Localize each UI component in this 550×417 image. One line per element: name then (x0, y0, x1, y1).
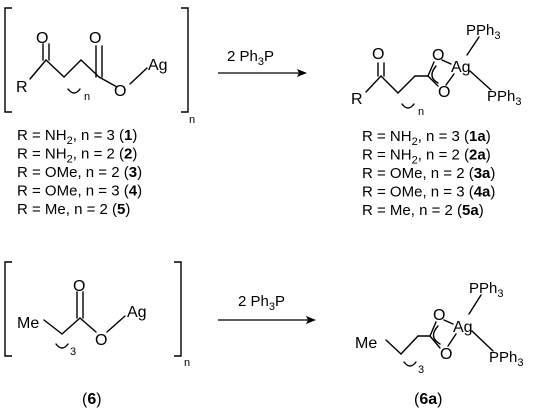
pph3-right-label: PPh3 (487, 88, 521, 108)
arrow-head (297, 69, 307, 77)
substituent-row: R = NH2, n = 3 (1) (17, 127, 137, 147)
polymer-subscript-n: n (189, 114, 195, 126)
o-ag-top-bond (441, 59, 452, 65)
silver-atom: Ag (451, 59, 471, 76)
ketone-double-bond (42, 43, 50, 61)
o-ag-bond (129, 67, 148, 85)
scheme2-product: Me 3 O O Ag PPh3 PPh3 (355, 280, 523, 376)
chain-bond (61, 317, 81, 335)
ketone-to-chain-bond (380, 75, 399, 94)
me-bond (43, 319, 63, 335)
pph3-top-label: PPh3 (469, 280, 503, 300)
silver-atom: Ag (148, 57, 168, 74)
ester-carbonyl-oxygen: O (89, 30, 101, 47)
o-ag-bond (106, 315, 126, 333)
chain-repeat-bracket (401, 103, 415, 109)
scheme1-arrow: 2 Ph3P (218, 48, 307, 77)
r-group-label: R (351, 91, 363, 108)
methyl-label: Me (355, 335, 377, 352)
ester-oxygen: O (114, 83, 126, 100)
substituent-row: R = NH2, n = 2 (2) (17, 146, 137, 166)
ag-p-top-bond (466, 36, 480, 56)
ester-o-bond (98, 76, 118, 88)
r-group-label: R (16, 79, 28, 96)
chain-repeat-bracket (55, 343, 69, 349)
ketone-double-bond (377, 62, 385, 77)
methyl-label: Me (17, 315, 39, 332)
scheme1-product: O R n O O Ag PPh3 PPh3 (351, 22, 521, 118)
chain-subscript-n: n (418, 106, 424, 118)
ketone-oxygen: O (372, 46, 384, 63)
reagent-label: 2 Ph3P (238, 293, 285, 313)
carboxylate-top-bond (427, 61, 435, 77)
scheme2-arrow: 2 Ph3P (218, 293, 316, 324)
silver-atom: Ag (453, 319, 473, 336)
polymer-subscript-n: n (184, 357, 190, 369)
o-ag-top-bond (443, 319, 454, 325)
ketone-oxygen: O (36, 30, 48, 47)
left-bracket (4, 7, 12, 113)
ketone-to-chain-bond (45, 59, 65, 78)
scheme1-reactant: n O R n O O Ag (4, 7, 195, 126)
right-bracket (174, 261, 182, 357)
chain-repeat-bracket (403, 361, 417, 367)
chain-subscript: 3 (418, 364, 424, 376)
chain-bond-1 (63, 59, 82, 78)
o-ag-bottom-bond (445, 73, 455, 86)
arrow-head (306, 316, 316, 324)
product-substituent-list: R = NH2, n = 3 (1a)R = NH2, n = 2 (2a)R … (362, 128, 495, 219)
carboxylate-top-bond (429, 321, 437, 337)
substituent-row: R = Me, n = 2 (5a) (362, 202, 484, 219)
substituent-row: R = OMe, n = 3 (4) (17, 183, 142, 200)
compound-label-6: (6) (82, 391, 102, 408)
delocalization-arc (432, 325, 441, 345)
right-bracket (181, 7, 189, 113)
carboxylate-oxygen-top: O (433, 307, 445, 324)
compound-label-6a: (6a) (414, 391, 442, 408)
substituent-row: R = OMe, n = 3 (4a) (362, 184, 495, 201)
chain-subscript-n: n (84, 91, 90, 103)
chain-bond-1 (397, 75, 416, 94)
ester-double-bond (76, 291, 84, 319)
carboxylate-bottom-bond (429, 335, 441, 349)
carbonyl-oxygen: O (73, 278, 85, 295)
delocalization-arc (431, 65, 439, 84)
carboxylate-bottom-bond (427, 75, 439, 87)
substituent-row: R = Me, n = 2 (5) (17, 201, 130, 218)
carboxylate-oxygen-bottom: O (438, 84, 450, 101)
substituent-row: R = NH2, n = 2 (2a) (362, 147, 491, 167)
substituent-row: R = NH2, n = 3 (1a) (362, 128, 491, 148)
carboxylate-oxygen-top: O (432, 47, 444, 64)
ester-oxygen: O (95, 332, 107, 349)
left-bracket (4, 261, 12, 357)
o-ag-bottom-bond (447, 333, 457, 347)
ester-double-bond (95, 45, 103, 78)
ag-p-right-bond (471, 330, 494, 352)
silver-atom: Ag (127, 304, 147, 321)
ag-p-top-bond (468, 294, 482, 315)
substituent-row: R = OMe, n = 2 (3a) (362, 165, 495, 182)
carbonyl-to-ester-o-bond (79, 317, 97, 333)
chain-subscript: 3 (70, 346, 76, 358)
carboxylate-oxygen-bottom: O (440, 346, 452, 363)
reactant-substituent-list: R = NH2, n = 3 (1)R = NH2, n = 2 (2)R = … (17, 127, 142, 218)
pph3-top-label: PPh3 (466, 22, 500, 42)
pph3-right-label: PPh3 (489, 349, 523, 369)
chain-bond (400, 335, 419, 355)
r-bond (29, 59, 47, 80)
ag-p-right-bond (469, 70, 492, 91)
scheme2-reactant: n Me 3 O O Ag (4, 261, 190, 369)
chain-repeat-bracket (67, 88, 81, 94)
substituent-row: R = OMe, n = 2 (3) (17, 164, 142, 181)
r-bond (365, 75, 382, 93)
reagent-label: 2 Ph3P (227, 48, 274, 68)
me-bond (385, 339, 402, 355)
